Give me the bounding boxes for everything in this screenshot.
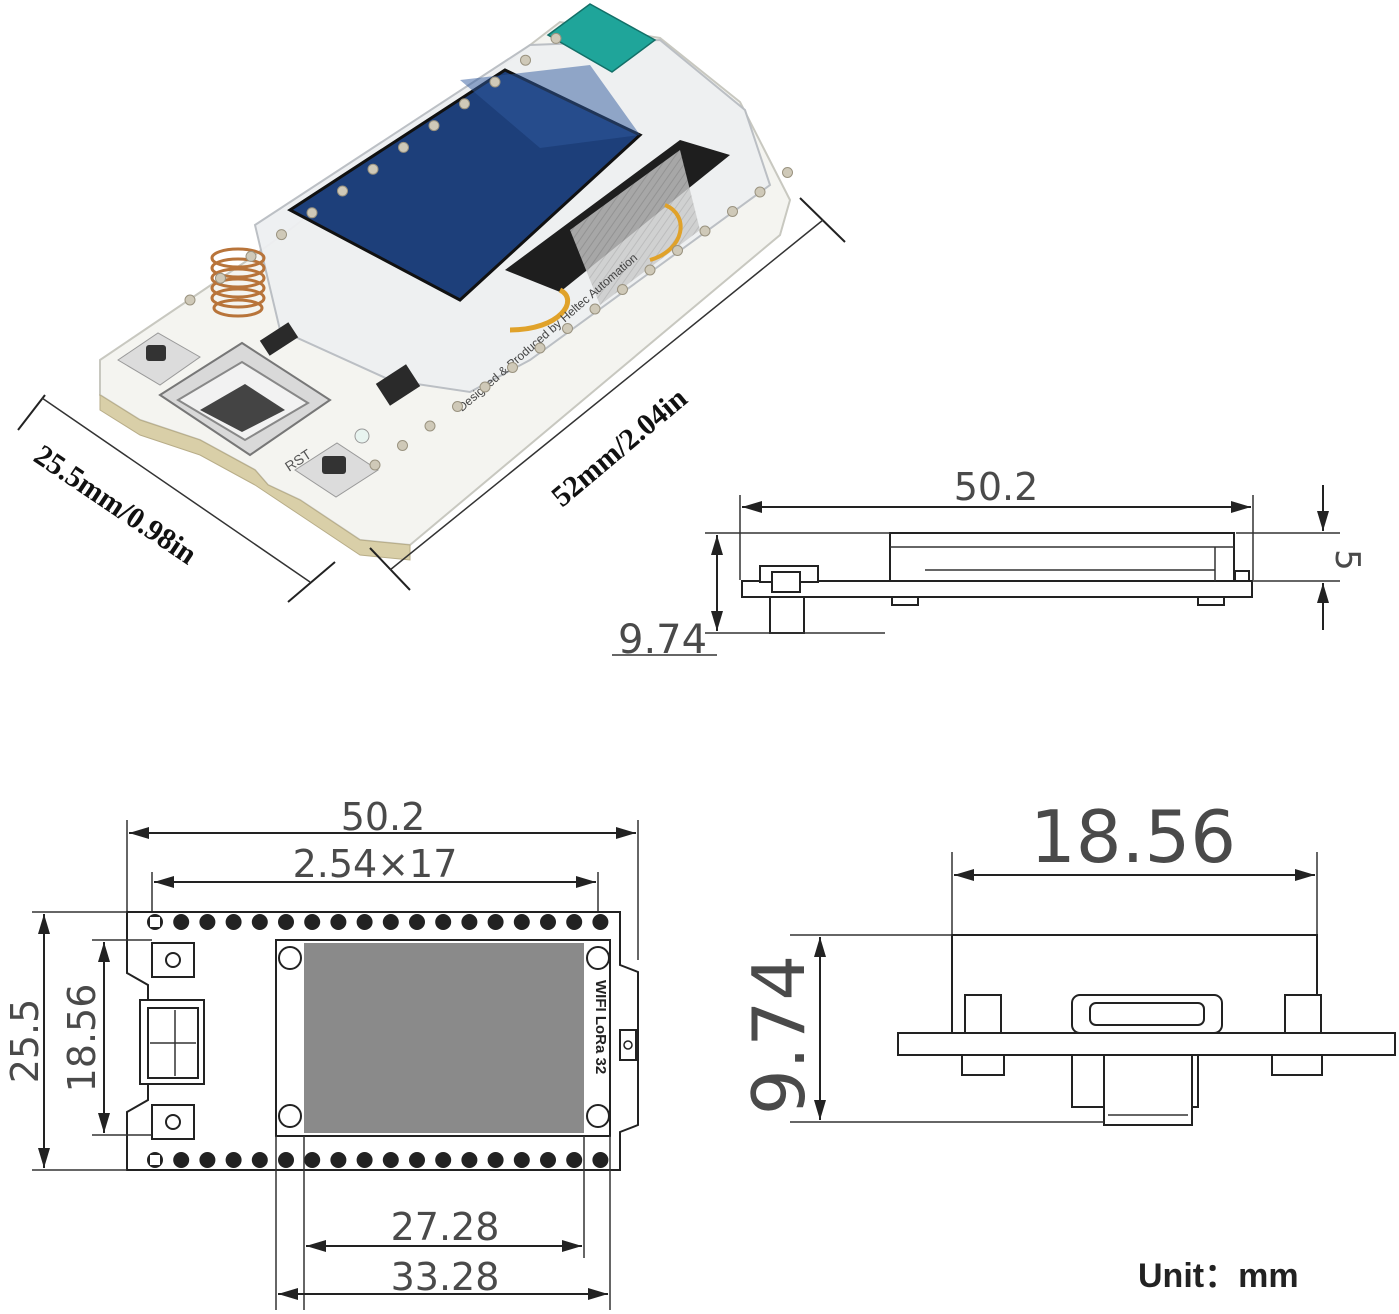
end-width-label: 18.56 xyxy=(1030,795,1236,879)
photo-pin-hole xyxy=(215,272,226,284)
top-display-outer-label: 33.28 xyxy=(391,1255,500,1299)
pin-hole xyxy=(487,914,504,930)
pin-hole xyxy=(199,1152,216,1168)
top-pin-span-label: 2.54×17 xyxy=(293,842,458,886)
top-length-label: 50.2 xyxy=(341,795,426,839)
pin-hole xyxy=(173,1152,190,1168)
pin-hole xyxy=(356,1152,373,1168)
pin-hole xyxy=(435,914,452,930)
pin-hole xyxy=(409,1152,425,1168)
pin-one-marker xyxy=(150,1155,160,1165)
pin-hole xyxy=(540,914,556,930)
pin-hole xyxy=(566,1152,583,1168)
prg-button xyxy=(117,332,201,386)
end-view: 18.56 9.74 xyxy=(737,795,1396,1126)
pin-hole xyxy=(382,914,399,930)
photo-pin-hole xyxy=(184,294,196,306)
side-length-label: 50.2 xyxy=(954,465,1039,509)
photo-pin-hole xyxy=(754,186,766,198)
photo-pin-hole xyxy=(782,167,793,178)
photo-pin-hole xyxy=(507,362,518,373)
pin-hole xyxy=(461,914,478,930)
top-inner-width-label: 18.56 xyxy=(60,984,104,1093)
pin-hole xyxy=(278,914,294,930)
pin-hole xyxy=(330,914,347,930)
top-view: 50.2 2.54×17 WIFI LoRa 32 25.5 xyxy=(3,795,639,1310)
photo-pin-hole xyxy=(699,225,711,237)
pin-hole xyxy=(461,1152,478,1168)
pin-hole xyxy=(513,1152,530,1168)
pin-hole xyxy=(487,1152,504,1168)
photo-pin-hole xyxy=(489,76,501,88)
photo-pin-hole xyxy=(520,54,531,66)
rst-button xyxy=(294,442,379,498)
pin-one-marker xyxy=(150,917,160,927)
photo-pin-hole xyxy=(617,284,628,295)
pin-hole xyxy=(304,1152,321,1168)
pin-hole xyxy=(330,1152,347,1168)
photo-pin-hole xyxy=(644,264,656,276)
top-board-label: WIFI LoRa 32 xyxy=(592,980,609,1074)
pin-hole xyxy=(540,1152,556,1168)
photo-pin-hole xyxy=(534,342,546,354)
side-total-height-label: 9.74 xyxy=(618,617,707,663)
photo-pin-hole xyxy=(367,163,379,175)
photo-pin-hole xyxy=(306,207,318,219)
photo-pin-hole xyxy=(276,229,287,241)
pin-hole xyxy=(278,1152,294,1168)
photo-pin-hole xyxy=(550,32,562,44)
board-photo: RST Designed & Produced by Heltec Automa… xyxy=(99,3,793,561)
top-pin-rows xyxy=(147,914,609,1168)
pin-hole xyxy=(435,1152,452,1168)
photo-pin-hole xyxy=(369,459,381,471)
photo-pin-hole xyxy=(727,206,738,217)
photo-pin-hole xyxy=(428,120,440,132)
end-height-label: 9.74 xyxy=(737,955,821,1115)
photo-pin-hole xyxy=(424,420,436,432)
photo-pin-hole xyxy=(459,98,470,110)
pin-hole xyxy=(304,914,321,930)
pin-hole xyxy=(409,914,425,930)
pin-hole xyxy=(566,914,583,930)
pin-hole xyxy=(173,914,190,930)
pin-hole xyxy=(225,914,242,930)
pin-hole xyxy=(356,914,373,930)
usb-c-connector xyxy=(158,341,332,457)
photo-pin-hole xyxy=(589,303,601,315)
photo-pin-hole xyxy=(452,401,463,412)
photo-pin-hole xyxy=(562,323,573,334)
pin-hole xyxy=(592,1152,609,1168)
pin-hole xyxy=(251,1152,268,1168)
top-display-width-label: 27.28 xyxy=(391,1205,500,1249)
side-height-label: 5 xyxy=(1327,549,1367,571)
pin-hole xyxy=(513,914,530,930)
top-width-label: 25.5 xyxy=(3,999,47,1084)
pin-hole xyxy=(251,914,268,930)
pin-hole xyxy=(382,1152,399,1168)
photo-pin-hole xyxy=(479,381,491,393)
photo-pin-hole xyxy=(245,250,257,262)
pin-hole xyxy=(225,1152,242,1168)
photo-pin-holes xyxy=(184,32,793,471)
photo-pin-hole xyxy=(337,185,348,197)
spring-antenna xyxy=(210,247,266,318)
photo-pin-hole xyxy=(397,440,408,451)
side-view: 50.2 5 9.74 xyxy=(612,465,1367,663)
pin-hole xyxy=(592,914,609,930)
photo-width-label: 25.5mm/0.98in xyxy=(28,438,203,571)
unit-label: Unit：mm xyxy=(1138,1257,1299,1295)
pin-hole xyxy=(199,914,216,930)
photo-pin-hole xyxy=(672,245,683,256)
photo-pin-hole xyxy=(398,141,409,153)
